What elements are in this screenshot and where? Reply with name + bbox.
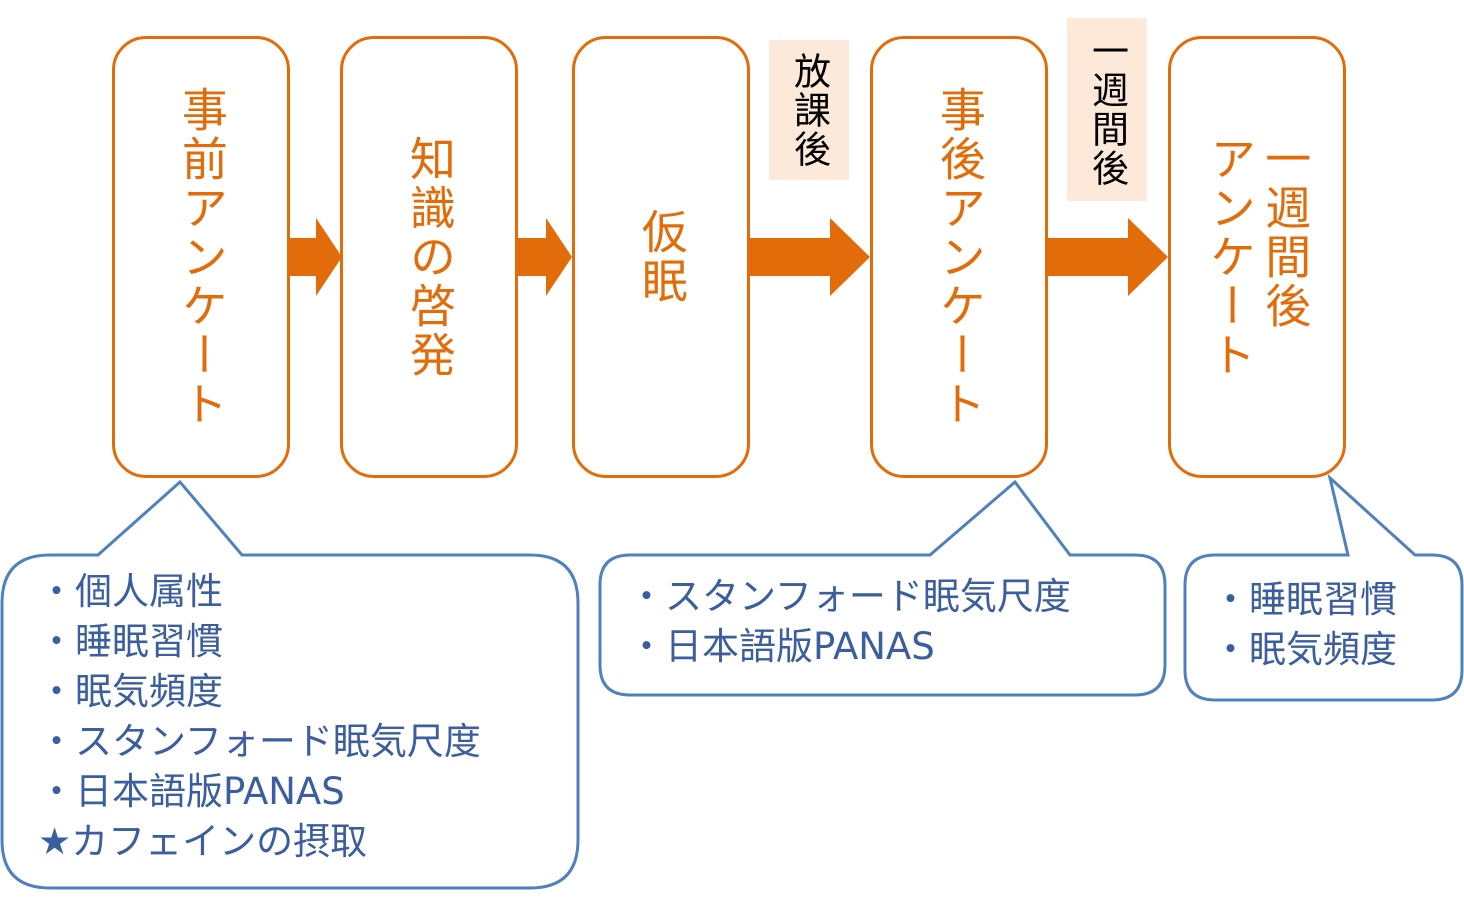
callout-post-survey: ・スタンフォード眠気尺度 ・日本語版PANAS (628, 572, 1148, 672)
callout-week-later: ・睡眠習慣 ・眠気頻度 (1212, 575, 1452, 675)
timing-one-week-later-note: 一週間後 (1067, 18, 1147, 201)
callout-pre-survey: ・個人属性 ・睡眠習慣 ・眠気頻度 ・スタンフォード眠気尺度 ・日本語版PANA… (38, 567, 568, 867)
step-pre-survey-label: 事前アンケート (174, 85, 229, 429)
callout-item: ★カフェインの摂取 (38, 820, 368, 863)
step-knowledge-awareness: 知識の啓発 (340, 36, 518, 478)
step-post-survey-label: 事後アンケート (932, 85, 987, 429)
callout-item: ・スタンフォード眠気尺度 (38, 720, 481, 763)
step-week-later-survey: 一週間後アンケート (1168, 36, 1346, 478)
arrow-step2-to-step3 (518, 218, 572, 296)
step-week-later-survey-line1: 一週間後 (1258, 134, 1313, 331)
callout-item: ・睡眠習慣 (1212, 578, 1397, 621)
step-nap-label: 仮眠 (634, 208, 689, 306)
callout-item: ・睡眠習慣 (38, 620, 223, 663)
step-post-survey: 事後アンケート (870, 36, 1048, 478)
callout-pre-survey-bubble (0, 479, 580, 890)
callout-post-survey-bubble (598, 479, 1167, 697)
timing-after-school-note: 放課後 (769, 40, 849, 180)
arrow-step4-to-step5 (1048, 218, 1168, 296)
callout-week-later-bubble (1183, 473, 1464, 702)
callout-item: ・眠気頻度 (38, 670, 223, 713)
callout-item: ・日本語版PANAS (38, 770, 345, 813)
callout-item: ・スタンフォード眠気尺度 (628, 575, 1071, 618)
callout-item: ・眠気頻度 (1212, 628, 1397, 671)
step-week-later-survey-line2: アンケート (1203, 134, 1257, 380)
step-knowledge-awareness-label: 知識の啓発 (402, 134, 457, 380)
step-week-later-survey-label: 一週間後アンケート (1202, 135, 1312, 380)
arrow-step1-to-step2 (290, 218, 342, 296)
arrow-step3-to-step4 (750, 218, 870, 296)
callout-item: ・個人属性 (38, 570, 223, 613)
step-nap: 仮眠 (572, 36, 750, 478)
step-pre-survey: 事前アンケート (112, 36, 290, 478)
callout-item: ・日本語版PANAS (628, 625, 935, 668)
